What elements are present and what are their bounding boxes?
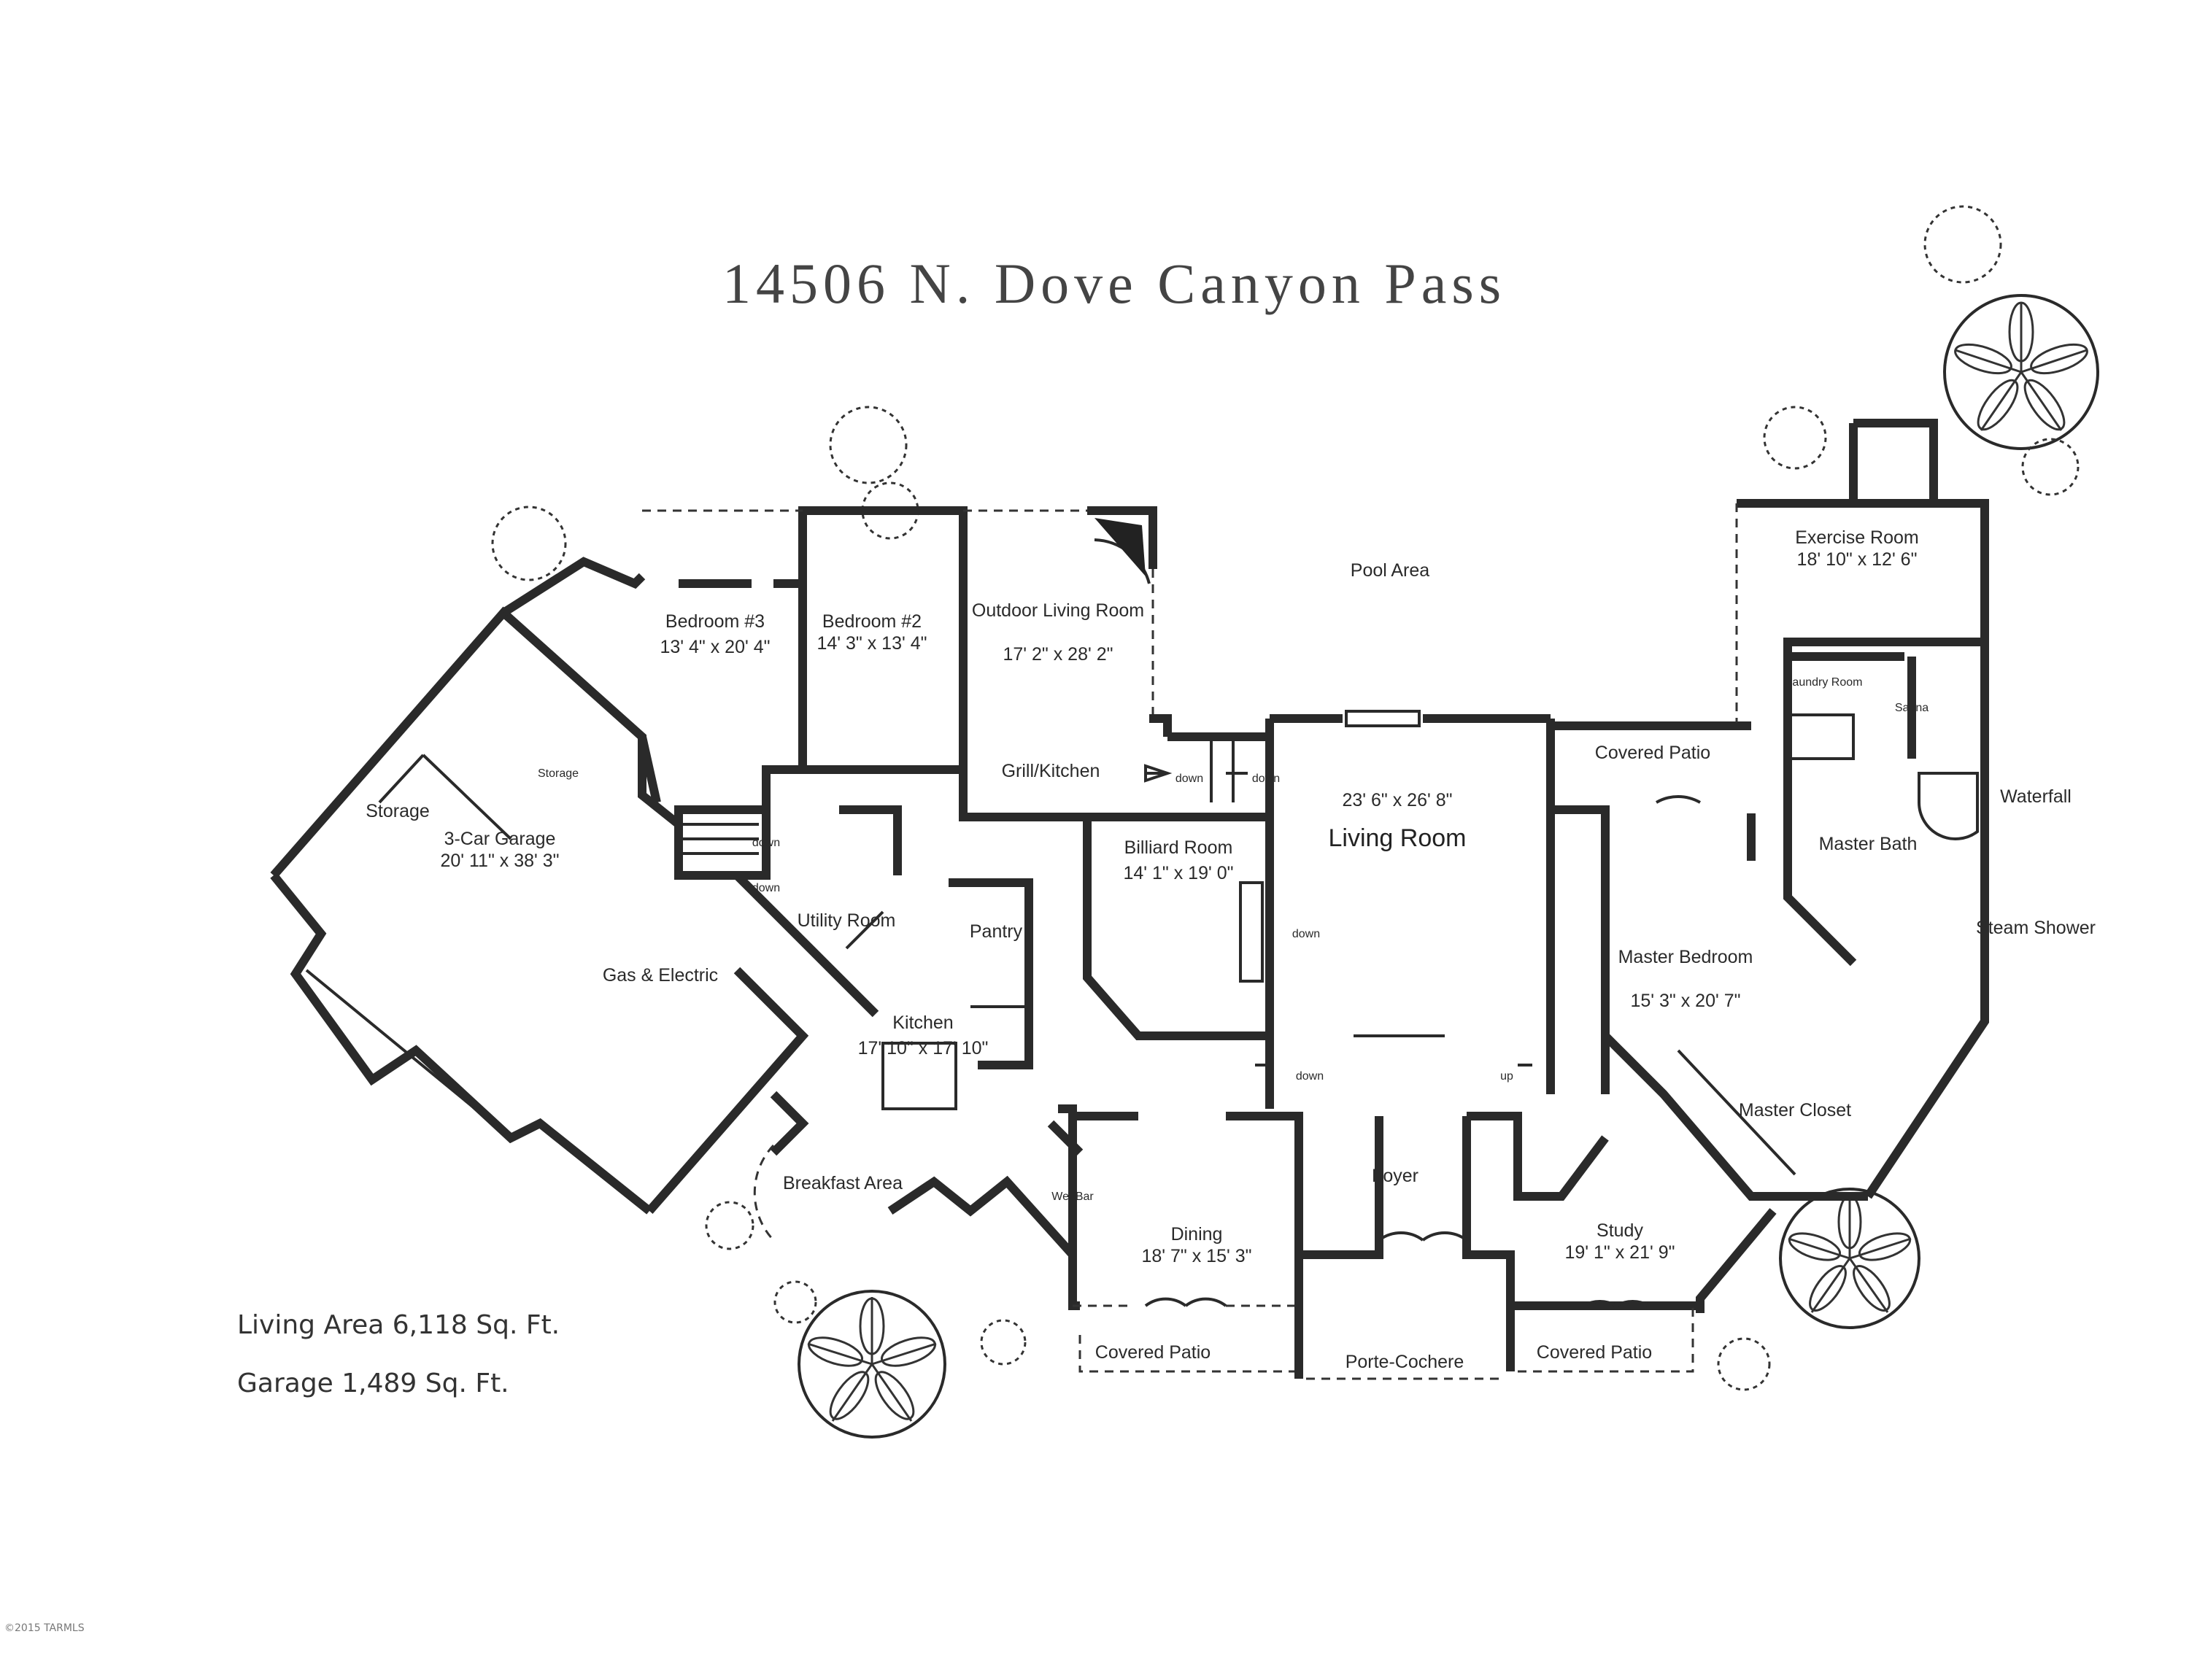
study-dim: 19' 1" x 21' 9" — [1564, 1242, 1675, 1263]
billiard-room-dim: 14' 1" x 19' 0" — [1123, 863, 1233, 883]
kitchen-walls — [733, 805, 1033, 1156]
living-area-note: Living Area 6,118 Sq. Ft. — [237, 1310, 560, 1340]
billiard-room-label: Billiard Room — [1124, 837, 1233, 858]
bedroom-3-dim: 13' 4" x 20' 4" — [660, 637, 770, 657]
utility-room-label: Utility Room — [798, 910, 896, 931]
foyer-label: Foyer — [1372, 1166, 1418, 1186]
grill-kitchen-label: Grill/Kitchen — [1002, 761, 1100, 781]
east-wing-walls — [1551, 419, 1989, 1313]
outdoor-living-walls — [959, 506, 1172, 821]
covered-patio-north-label: Covered Patio — [1595, 743, 1710, 763]
plan-title: 14506 N. Dove Canyon Pass — [722, 252, 1506, 315]
stairs-marks — [1144, 764, 1532, 1067]
dining-dim: 18' 7" x 15' 3" — [1141, 1246, 1251, 1266]
laundry-room-label: Laundry Room — [1786, 676, 1863, 689]
tree-bottom-left — [798, 1290, 946, 1439]
bedroom-2-label: Bedroom #2 — [822, 611, 922, 632]
breakfast-area-label: Breakfast Area — [783, 1173, 903, 1193]
storage-small-label: Storage — [538, 767, 579, 780]
garage-dim: 20' 11" x 38' 3" — [440, 851, 559, 871]
down-label-6: down — [1296, 1070, 1324, 1083]
porte-cochere-label: Porte-Cochere — [1346, 1352, 1464, 1372]
exercise-room-label: Exercise Room — [1795, 527, 1919, 548]
master-bedroom-label: Master Bedroom — [1618, 947, 1753, 967]
gas-electric-label: Gas & Electric — [603, 965, 718, 986]
outdoor-living-room-label: Outdoor Living Room — [972, 600, 1144, 621]
study-label: Study — [1597, 1220, 1643, 1241]
tree-top-right — [1943, 294, 2099, 450]
master-closet-label: Master Closet — [1739, 1100, 1851, 1120]
down-label-3: down — [1175, 773, 1203, 785]
shrubs — [491, 205, 2080, 1391]
tree-bottom-right — [1779, 1188, 1920, 1329]
outdoor-living-room-dim: 17' 2" x 28' 2" — [1003, 644, 1113, 665]
covered-patio-southeast-label: Covered Patio — [1537, 1342, 1652, 1363]
foyer-walls — [1294, 1112, 1705, 1380]
steam-shower-label: Steam Shower — [1976, 918, 2096, 938]
waterfall-label: Waterfall — [2000, 786, 2072, 807]
up-label: up — [1500, 1070, 1513, 1083]
down-label-2: down — [752, 882, 780, 894]
copyright-text: ©2015 TARMLS — [4, 1622, 85, 1634]
down-label-5: down — [1292, 928, 1320, 940]
room-labels: Pool Area Exercise Room 18' 10" x 12' 6"… — [366, 527, 2096, 1372]
garage-walls — [270, 606, 809, 1215]
bedroom-2-dim: 14' 3" x 13' 4" — [816, 633, 927, 654]
garage-label: 3-Car Garage — [444, 829, 556, 849]
kitchen-dim: 17' 10" x 17' 10" — [858, 1038, 989, 1058]
master-bedroom-dim: 15' 3" x 20' 7" — [1630, 991, 1740, 1011]
garage-area-note: Garage 1,489 Sq. Ft. — [237, 1369, 509, 1398]
living-room-walls — [1167, 710, 1555, 1109]
bedroom-walls — [501, 506, 968, 880]
kitchen-label: Kitchen — [892, 1013, 953, 1033]
sauna-label: Sauna — [1895, 702, 1929, 714]
living-room-dim: 23' 6" x 26' 8" — [1342, 790, 1452, 810]
dining-label: Dining — [1171, 1224, 1223, 1244]
covered-patio-southwest-label: Covered Patio — [1095, 1342, 1211, 1363]
wet-bar-label: Wet Bar — [1051, 1191, 1094, 1203]
pool-area-label: Pool Area — [1351, 560, 1430, 581]
master-bath-label: Master Bath — [1819, 834, 1918, 854]
down-label-1: down — [752, 837, 780, 849]
down-label-4: down — [1252, 773, 1280, 785]
pantry-label: Pantry — [970, 921, 1023, 942]
storage-label: Storage — [366, 801, 430, 821]
exercise-room-dim: 18' 10" x 12' 6" — [1797, 549, 1918, 570]
living-room-label: Living Room — [1329, 824, 1467, 852]
bedroom-3-label: Bedroom #3 — [665, 611, 765, 632]
